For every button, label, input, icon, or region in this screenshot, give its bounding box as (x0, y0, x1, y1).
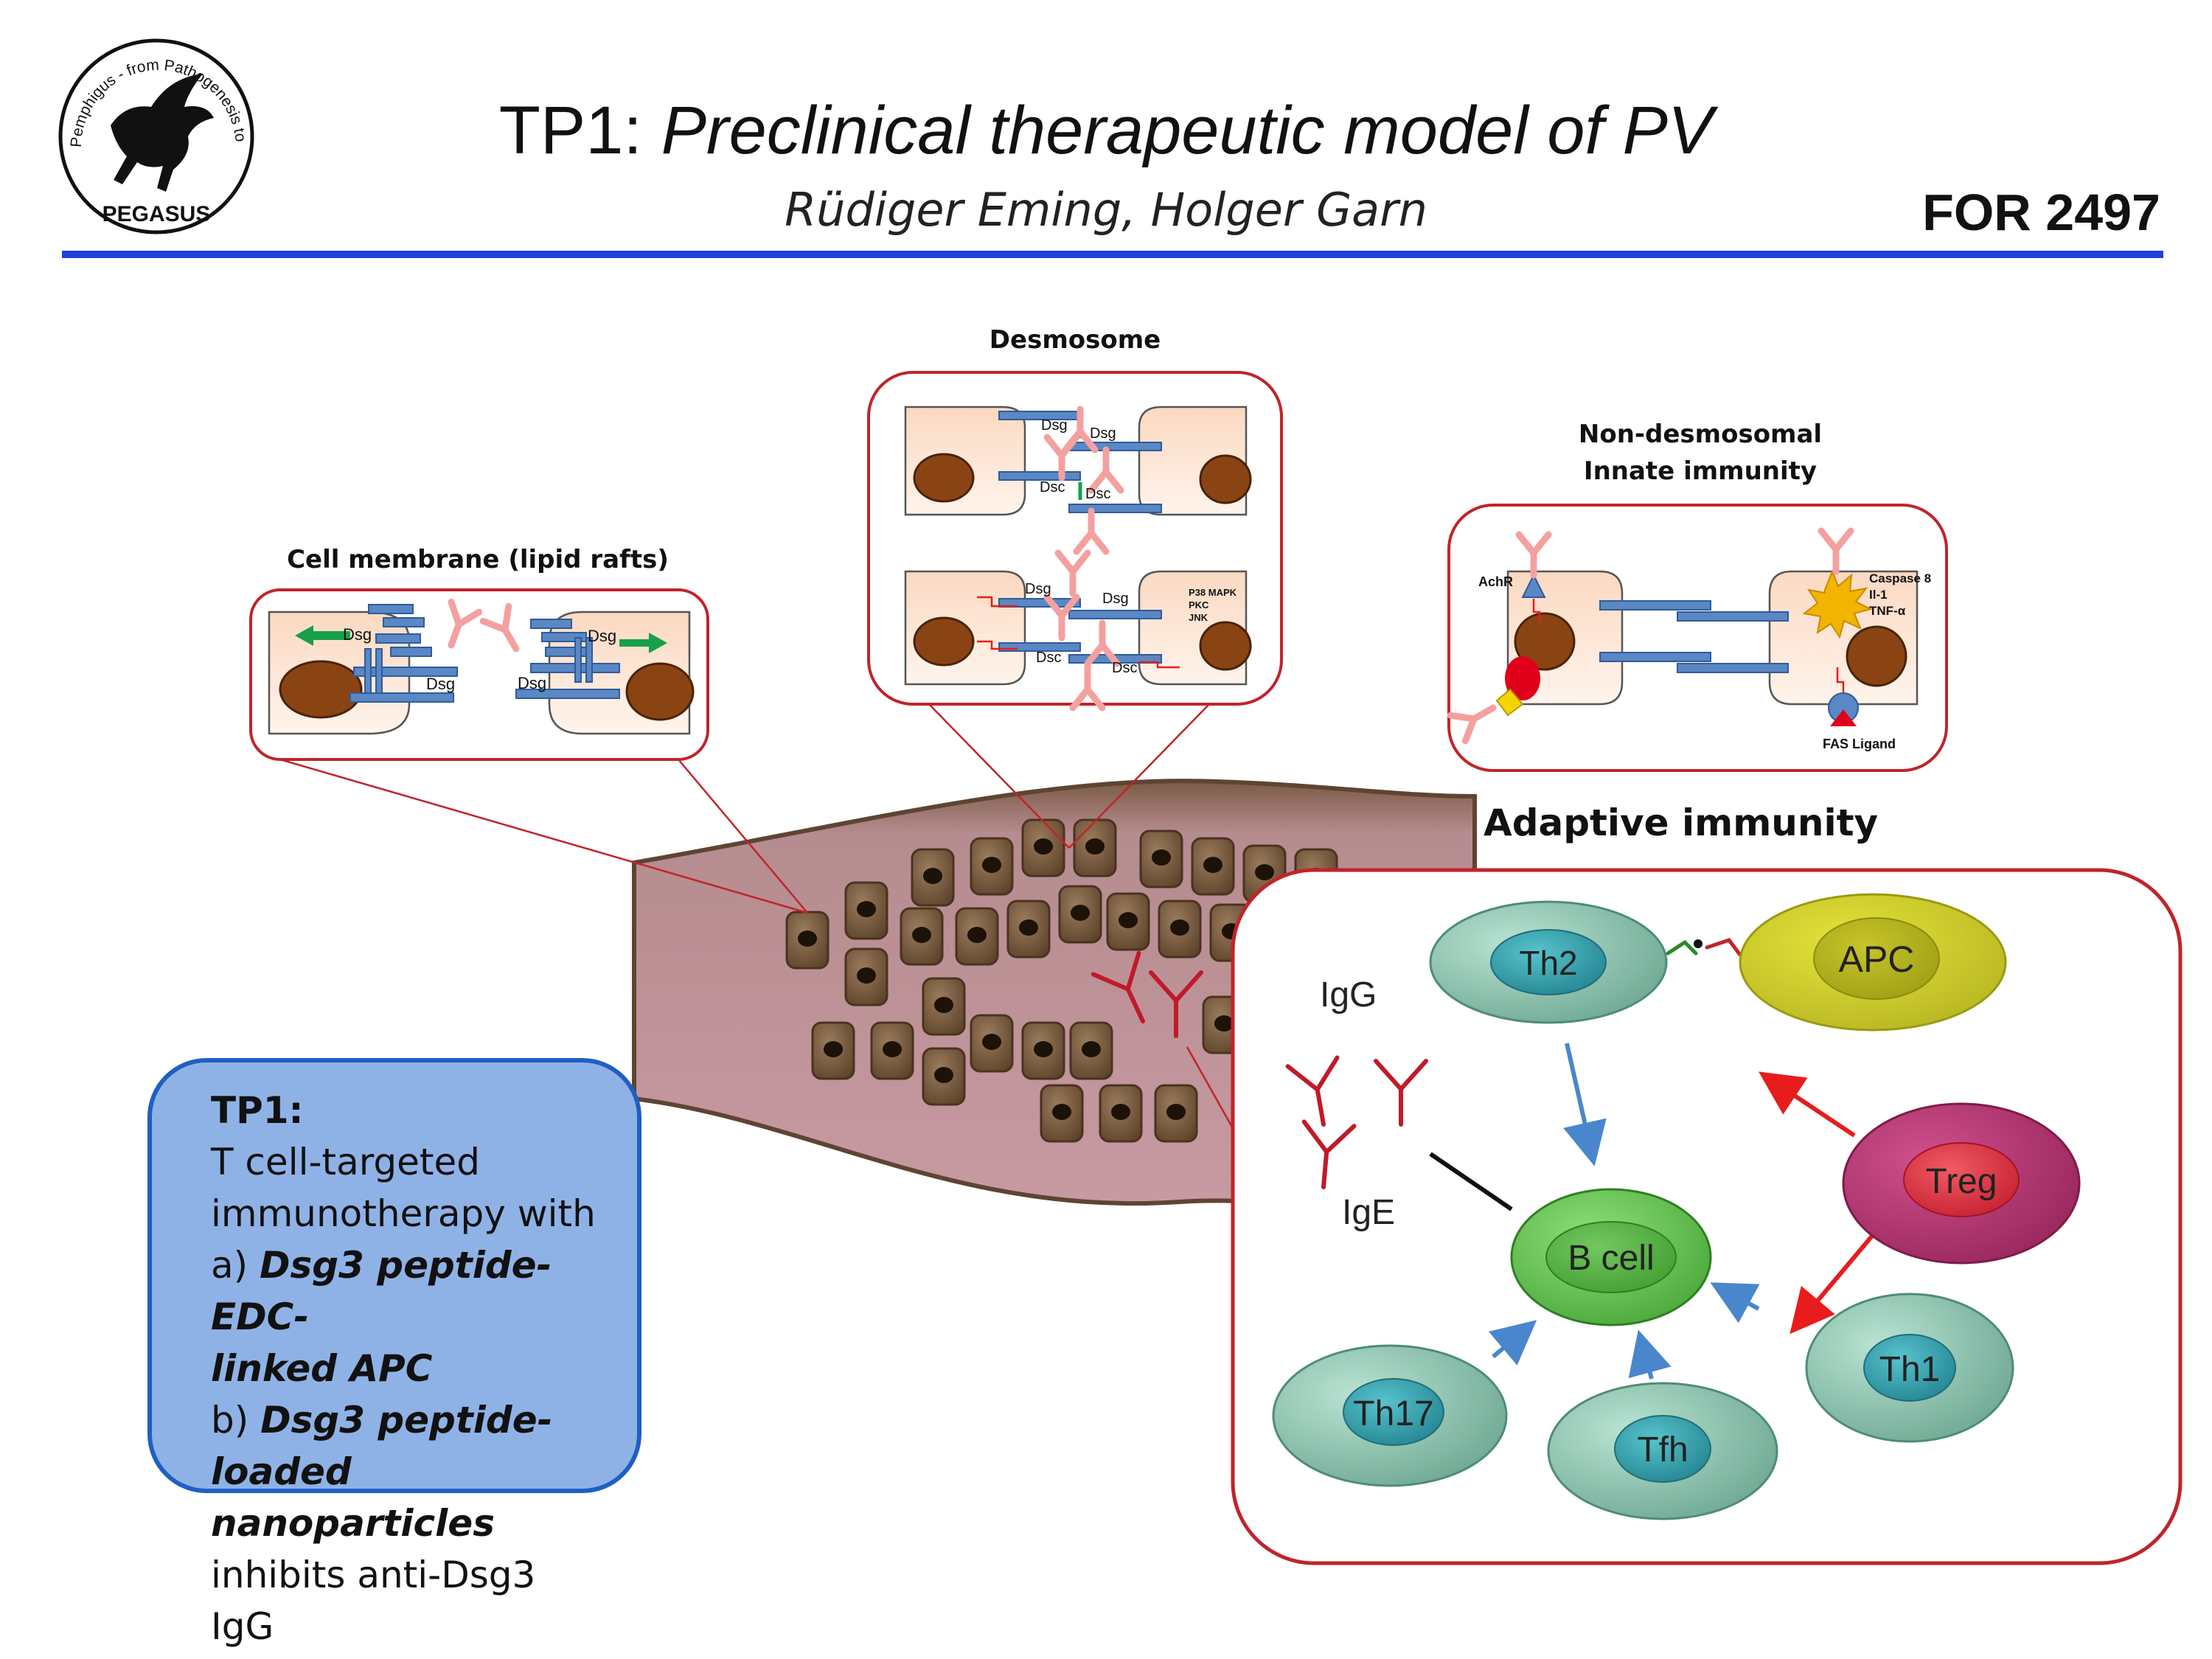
desmosome-label: Dsg (1041, 417, 1068, 434)
th17-label: Th17 (1353, 1394, 1433, 1433)
non-desmosomal-panel (1449, 504, 1948, 772)
desmosome-label: Dsg (1025, 581, 1051, 597)
ige-label: IgE (1342, 1193, 1395, 1232)
signal-label: JNK (1189, 612, 1208, 623)
apc-cell (1739, 893, 2007, 1032)
tp1-item-b: b) Dsg3 peptide- (211, 1394, 608, 1446)
mediator-label: Caspase 8 (1869, 571, 1931, 585)
adaptive-panel (1231, 868, 2183, 1565)
membrane-label: Dsg (426, 675, 455, 693)
membrane-label: Dsg (518, 674, 546, 692)
tfh-cell (1547, 1382, 1778, 1520)
group-id: FOR 2497 (1922, 184, 2160, 241)
treg-label: Treg (1926, 1162, 1997, 1201)
tp1-summary-box: TP1: T cell-targeted immunotherapy with … (147, 1058, 641, 1648)
page-title: TP1: Preclinical therapeutic model of PV (0, 92, 2212, 170)
title-text: Preclinical therapeutic model of PV (661, 93, 1714, 168)
tp1-item-prefix: a) (211, 1244, 260, 1287)
fas-ligand-label: FAS Ligand (1823, 737, 1896, 751)
th17-cell (1272, 1344, 1508, 1487)
pegasus-logo: Pemphigus - from Pathogenesis to Therape… (0, 0, 254, 234)
tp1-item-b-text: loaded nanoparticles (211, 1450, 495, 1545)
membrane-label: Dsg (343, 625, 372, 644)
pegasus-icon (111, 74, 214, 192)
tp1-item-a-text: linked APC (211, 1347, 433, 1390)
tp1-heading: TP1: (211, 1089, 304, 1132)
authors: Rüdiger Eming, Holger Garn (785, 183, 1427, 237)
logo-name: PEGASUS (102, 202, 211, 226)
title-prefix: TP1: (498, 93, 642, 168)
tp1-item-prefix: b) (211, 1399, 261, 1441)
th1-label: Th1 (1879, 1350, 1941, 1389)
th1-cell (1805, 1293, 2014, 1443)
desmosome-label: Dsc (1036, 650, 1061, 666)
mediator-label: Il-1 (1869, 588, 1888, 602)
desmosome-label: Dsg (1102, 591, 1129, 607)
desmosome-panel (867, 371, 1283, 708)
desmosome-label: Dsc (1040, 479, 1065, 495)
th2-label: Th2 (1519, 944, 1577, 982)
tp1-item-a-text: Dsg3 peptide-EDC- (211, 1244, 552, 1338)
desmosome-label: Dsc (1112, 660, 1137, 676)
bcell-label: B cell (1568, 1239, 1654, 1278)
apc-label: APC (1839, 939, 1915, 980)
tp1-item-a: a) Dsg3 peptide-EDC- (211, 1239, 608, 1343)
bcell (1510, 1188, 1712, 1326)
th2-cell (1429, 900, 1668, 1024)
non-desmosomal-title: Non-desmosomal (1579, 420, 1822, 449)
mediator-label: TNF-α (1869, 604, 1906, 618)
cell-membrane-title: Cell membrane (lipid rafts) (287, 545, 669, 574)
achr-label: AchR (1478, 574, 1513, 589)
desmosome-title: Desmosome (990, 325, 1161, 355)
tp1-item-b-text: Dsg3 peptide- (260, 1399, 553, 1441)
tp1-line: immunotherapy with (211, 1192, 596, 1235)
desmosome-label: Dsg (1090, 425, 1116, 442)
desmosome-label: Dsc (1085, 486, 1110, 502)
header-rule (62, 251, 2163, 258)
tp1-line: inhibits anti-Dsg3 IgG (211, 1554, 536, 1648)
cell-membrane-panel (249, 588, 709, 761)
signal-label: PKC (1189, 599, 1209, 611)
adaptive-immunity-title: Adaptive immunity (1484, 801, 1878, 844)
signal-label: P38 MAPK (1189, 587, 1237, 598)
tfh-label: Tfh (1637, 1430, 1688, 1470)
membrane-label: Dsg (588, 627, 616, 645)
innate-immunity-title: Innate immunity (1584, 456, 1817, 486)
igg-label: IgG (1320, 975, 1377, 1015)
treg-cell (1842, 1102, 2081, 1265)
tp1-line: T cell-targeted (211, 1141, 481, 1183)
